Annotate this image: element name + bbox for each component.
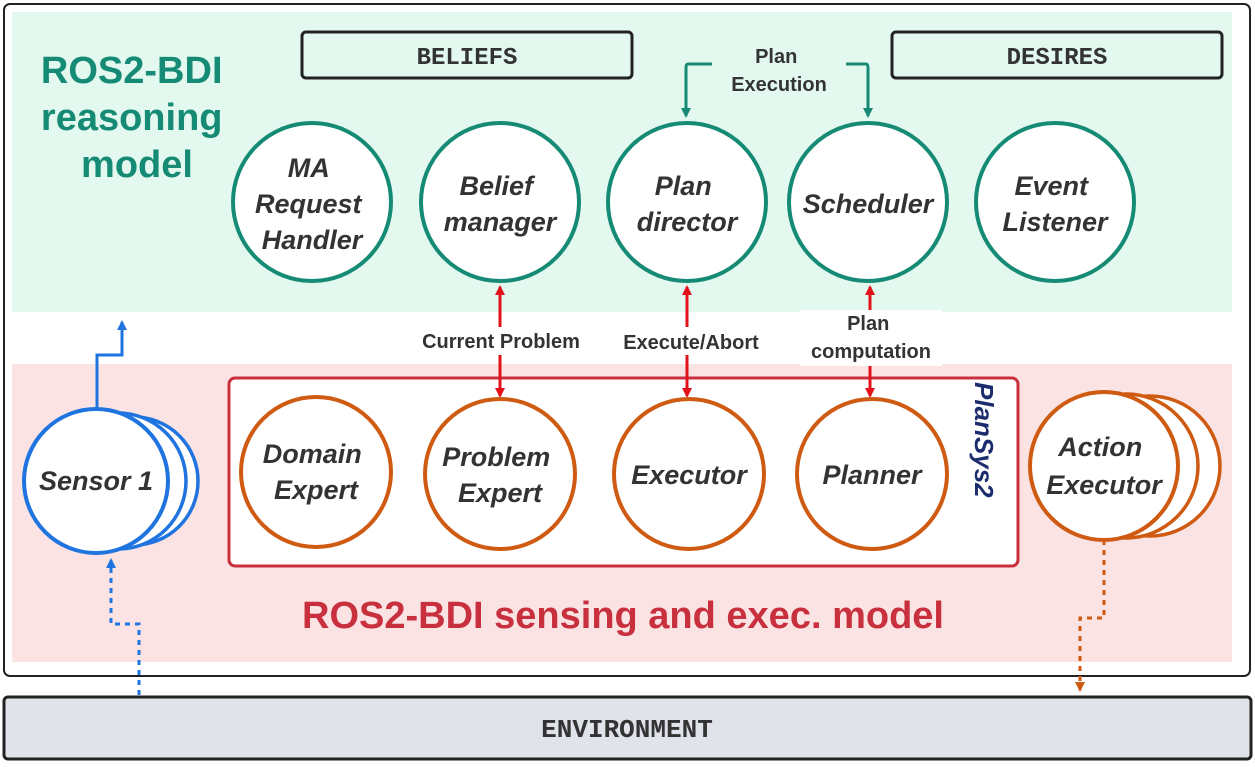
executor-to-environment-arrow: [1075, 540, 1106, 692]
svg-text:Scheduler: Scheduler: [803, 189, 935, 219]
executor-line-1: Executor: [631, 460, 748, 490]
sensor-to-reasoning-arrow: [95, 320, 127, 408]
plansys-logo: PlanSys2: [969, 382, 999, 498]
svg-text:Action Executor: Action Executor: [1046, 432, 1163, 500]
ma-request-handler-line-3: Handler: [262, 225, 364, 255]
planner-line-1: Planner: [822, 460, 923, 490]
problem-expert-node: Problem Expert: [423, 397, 577, 551]
problem-expert-line-2: Expert: [458, 478, 543, 508]
domain-expert-line-2: Expert: [274, 475, 359, 505]
planner-node: Planner: [795, 397, 949, 551]
belief-manager-node: Belief manager: [419, 121, 581, 283]
ma-request-handler-line-2: Request: [255, 189, 363, 219]
svg-text:Belief manager: Belief manager: [444, 171, 558, 237]
plan-computation-label: Plan computation: [811, 313, 931, 363]
svg-text:Executor: Executor: [631, 460, 748, 490]
svg-text:Planner: Planner: [822, 460, 923, 490]
ma-request-handler-node: MA Request Handler: [231, 121, 393, 283]
plan-execution-line-1: Plan: [755, 46, 797, 68]
reasoning-title-line-1: ROS2-BDI: [41, 50, 223, 92]
scheduler-node: Scheduler: [787, 121, 949, 283]
desires-label: DESIRES: [1007, 45, 1108, 72]
ma-request-handler-line-1: MA: [288, 153, 329, 183]
event-listener-line-1: Event: [1014, 171, 1089, 201]
plan-director-line-2: director: [637, 207, 739, 237]
plan-execution-arrow-left: [681, 62, 712, 118]
current-problem-label: Current Problem: [422, 331, 580, 353]
environment-label: ENVIRONMENT: [541, 715, 713, 745]
environment-to-sensor-arrow: [106, 558, 141, 695]
reasoning-title-line-3: model: [81, 144, 193, 186]
sensor-node: Sensor 1: [22, 407, 200, 555]
plan-computation-line-2: computation: [811, 341, 931, 363]
svg-text:Domain Expert: Domain Expert: [263, 439, 370, 505]
scheduler-line-1: Scheduler: [803, 189, 935, 219]
plan-execution-line-2: Execution: [731, 74, 827, 96]
belief-manager-line-2: manager: [444, 207, 558, 237]
beliefs-box: [300, 30, 634, 80]
belief-manager-line-1: Belief: [459, 171, 536, 201]
event-listener-node: Event Listener: [974, 121, 1136, 283]
action-executor-node: Action Executor: [1028, 390, 1222, 542]
sensor-label: Sensor 1: [39, 466, 153, 496]
execute-abort-label: Execute/Abort: [623, 332, 759, 354]
sensing-title: ROS2-BDI sensing and exec. model: [302, 595, 944, 637]
action-executor-line-2: Executor: [1046, 470, 1163, 500]
event-listener-line-2: Listener: [1002, 207, 1109, 237]
plan-director-line-1: Plan: [655, 171, 712, 201]
svg-text:MA Request Handler: MA Request Handler: [255, 153, 369, 255]
plan-computation-line-1: Plan: [847, 313, 889, 335]
svg-text:Problem Expert: Problem Expert: [442, 442, 558, 508]
reasoning-title: ROS2-BDI reasoning model: [41, 50, 233, 186]
domain-expert-node: Domain Expert: [239, 395, 393, 549]
plan-director-node: Plan director: [606, 121, 768, 283]
action-executor-line-1: Action: [1057, 432, 1142, 462]
executor-node: Executor: [612, 397, 766, 551]
reasoning-title-line-2: reasoning: [41, 97, 223, 139]
desires-box: [890, 30, 1224, 80]
plan-execution-label: Plan Execution: [731, 46, 827, 96]
beliefs-label: BELIEFS: [417, 45, 518, 72]
plan-execution-arrow-right: [846, 62, 873, 118]
environment-bar: [2, 695, 1253, 761]
domain-expert-line-1: Domain: [263, 439, 362, 469]
svg-text:Event Listener: Event Listener: [1002, 171, 1109, 237]
problem-expert-line-1: Problem: [442, 442, 550, 472]
svg-text:Plan director: Plan director: [637, 171, 739, 237]
